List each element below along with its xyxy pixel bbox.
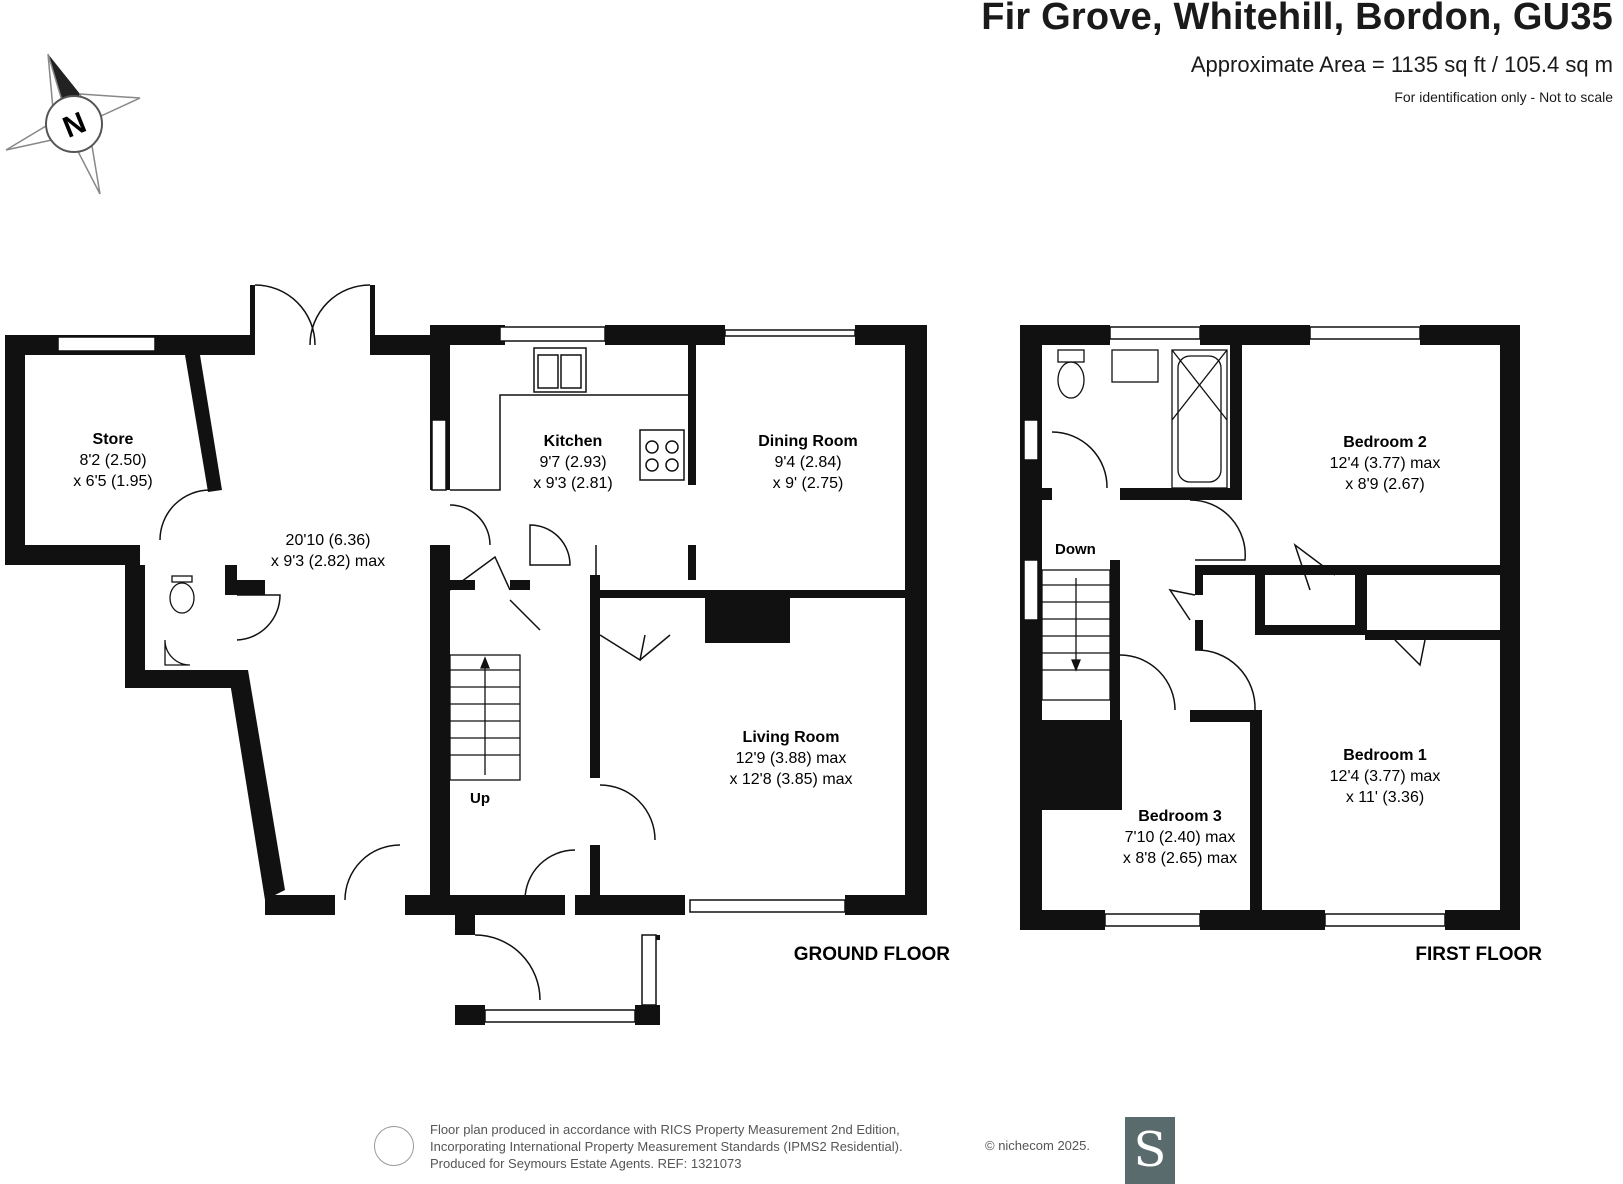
page-title: Fir Grove, Whitehill, Bordon, GU35	[981, 0, 1613, 38]
footer-line2: Incorporating International Property Mea…	[430, 1139, 903, 1154]
hob-icon	[639, 429, 685, 481]
store-name: Store	[93, 431, 134, 448]
dining-dim2: x 9' (2.75)	[773, 475, 844, 492]
first-stairs	[1041, 569, 1111, 701]
bedroom1-name: Bedroom 1	[1343, 747, 1427, 764]
garage-dim1: 20'10 (6.36)	[286, 532, 371, 549]
kitchen-dim2: x 9'3 (2.81)	[533, 475, 613, 492]
footer-line3: Produced for Seymours Estate Agents. REF…	[430, 1156, 742, 1171]
ground-floor-label: GROUND FLOOR	[794, 944, 950, 965]
first-floor-windows	[1023, 326, 1446, 927]
person-icon	[374, 1126, 414, 1166]
copyright-credit: © nichecom 2025.	[985, 1138, 1090, 1153]
ground-stairs	[449, 654, 521, 781]
agent-logo: S	[1125, 1117, 1175, 1184]
approximate-area: Approximate Area = 1135 sq ft / 105.4 sq…	[1190, 52, 1613, 77]
store-dim2: x 6'5 (1.95)	[73, 473, 153, 490]
first-floor-label: FIRST FLOOR	[1415, 944, 1542, 965]
living-dim2: x 12'8 (3.85) max	[729, 771, 852, 788]
ground-floor-walls	[5, 285, 927, 1025]
wc-fittings	[164, 575, 195, 666]
bedroom1-dim1: 12'4 (3.77) max	[1330, 768, 1441, 785]
first-floor-doors	[1051, 431, 1426, 711]
bathroom-fittings	[1057, 349, 1228, 489]
kitchen-fittings	[450, 347, 688, 580]
bath-icon	[1171, 349, 1228, 489]
living-name: Living Room	[743, 729, 840, 746]
footer-line1: Floor plan produced in accordance with R…	[430, 1122, 900, 1137]
sink-icon	[533, 347, 587, 393]
stairs-down-label: Down	[1055, 541, 1096, 558]
ground-floor-doors	[159, 284, 671, 1001]
bedroom1-dim2: x 11' (3.36)	[1346, 789, 1424, 806]
basin-icon	[1111, 349, 1159, 383]
stairs-up-label: Up	[470, 790, 490, 807]
living-dim1: 12'9 (3.88) max	[736, 750, 847, 767]
dining-dim1: 9'4 (2.84)	[774, 454, 841, 471]
bedroom2-name: Bedroom 2	[1343, 434, 1427, 451]
kitchen-dim1: 9'7 (2.93)	[539, 454, 606, 471]
bedroom2-dim2: x 8'9 (2.67)	[1345, 476, 1425, 493]
disclaimer: For identification only - Not to scale	[1394, 89, 1613, 105]
compass-icon: N	[5, 53, 141, 195]
first-floor-walls	[1020, 325, 1520, 930]
ground-floor-windows	[57, 326, 856, 1023]
kitchen-name: Kitchen	[544, 433, 603, 450]
footer-text: Floor plan produced in accordance with R…	[430, 1121, 903, 1172]
dining-name: Dining Room	[758, 433, 858, 450]
garage-dim2: x 9'3 (2.82) max	[271, 553, 385, 570]
bedroom3-name: Bedroom 3	[1138, 808, 1222, 825]
bedroom3-dim2: x 8'8 (2.65) max	[1123, 850, 1237, 867]
bedroom2-dim1: 12'4 (3.77) max	[1330, 455, 1441, 472]
bedroom3-dim1: 7'10 (2.40) max	[1125, 829, 1236, 846]
store-dim1: 8'2 (2.50)	[79, 452, 146, 469]
